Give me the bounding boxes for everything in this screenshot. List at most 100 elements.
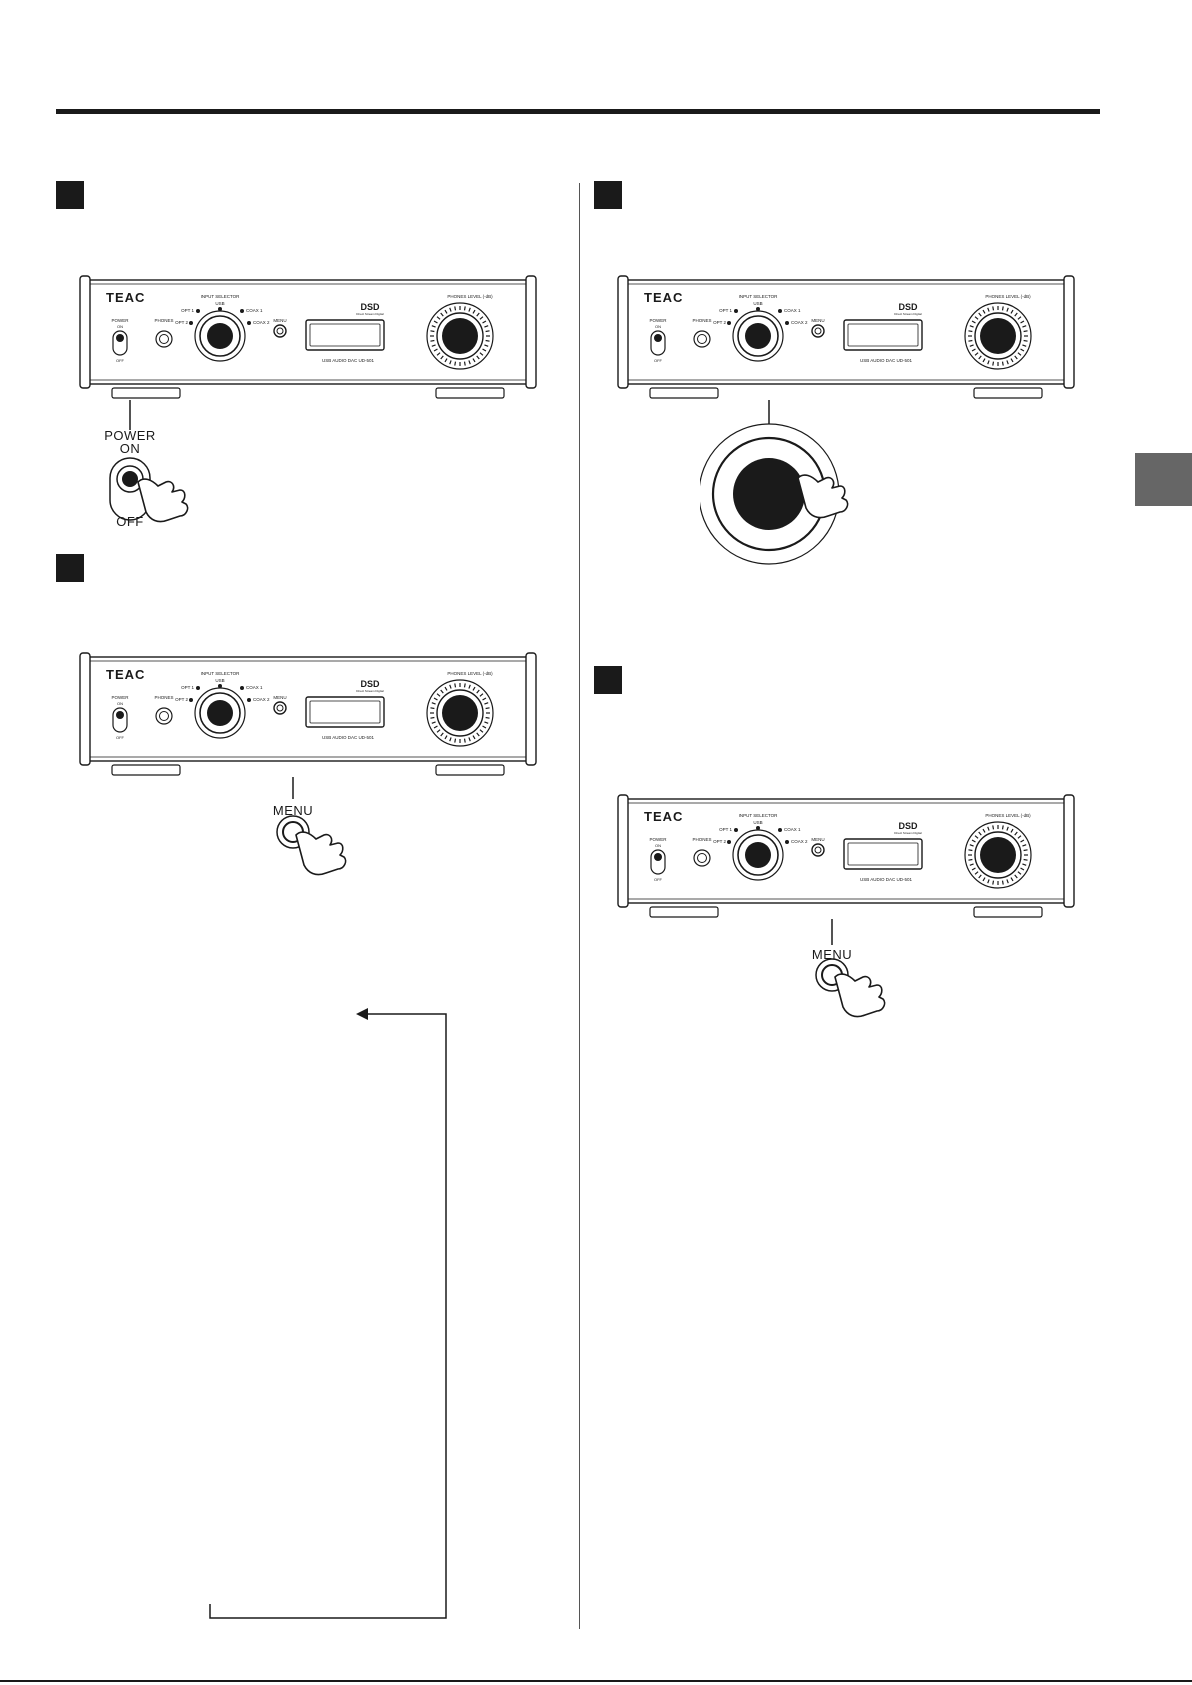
opt1-label: OPT 1 — [719, 308, 732, 313]
model-label: USB AUDIO DAC UD-501 — [860, 877, 913, 882]
menu-label: MENU — [273, 318, 286, 323]
left-side-panel — [617, 275, 629, 389]
dsd-logo: DSD — [360, 679, 380, 689]
menu-label: MENU — [811, 837, 824, 842]
power-off-label: OFF — [116, 514, 144, 529]
left-side-panel — [617, 794, 629, 908]
left-side-panel — [79, 652, 91, 766]
hand-press-icon — [834, 973, 886, 1018]
menu-label: MENU — [273, 695, 286, 700]
phones-level-label: PHONES LEVEL (-dB) — [447, 294, 493, 299]
brand-logo: TEAC — [644, 809, 683, 824]
opt1-label: OPT 1 — [181, 685, 194, 690]
foot-left — [649, 387, 719, 399]
power-callout-label: POWER — [104, 428, 156, 443]
foot-right — [973, 387, 1043, 399]
power-off-label: OFF — [654, 358, 663, 363]
foot-right — [973, 906, 1043, 918]
power-label: POWER — [111, 318, 129, 323]
foot-left — [111, 387, 181, 399]
model-label: USB AUDIO DAC UD-501 — [860, 358, 913, 363]
power-label: POWER — [649, 837, 667, 842]
usb-label: USB — [215, 678, 224, 683]
header-rule — [56, 109, 1100, 114]
footer-rule — [0, 1680, 1192, 1682]
opt2-label: OPT 2 — [175, 320, 188, 325]
power-on-label: ON — [655, 843, 661, 848]
dsd-logo: DSD — [898, 302, 918, 312]
power-off-label: OFF — [116, 358, 125, 363]
coax1-label: COAX 1 — [246, 308, 263, 313]
right-side-panel — [1063, 794, 1075, 908]
phones-level-label: PHONES LEVEL (-dB) — [447, 671, 493, 676]
usb-label: USB — [215, 301, 224, 306]
model-label: USB AUDIO DAC UD-501 — [322, 735, 375, 740]
foot-right — [435, 764, 505, 776]
menu-label: MENU — [811, 318, 824, 323]
power-label: POWER — [111, 695, 129, 700]
dsd-subtitle: Direct Stream Digital — [356, 312, 384, 316]
dsd-subtitle: Direct Stream Digital — [894, 831, 922, 835]
foot-left — [111, 764, 181, 776]
column-divider — [579, 183, 580, 1629]
opt2-label: OPT 2 — [713, 320, 726, 325]
step-marker-4 — [594, 666, 622, 694]
coax2-label: COAX 2 — [791, 839, 808, 844]
usb-label: USB — [753, 820, 762, 825]
dsd-logo: DSD — [898, 821, 918, 831]
model-label: USB AUDIO DAC UD-501 — [322, 358, 375, 363]
usb-label: USB — [753, 301, 762, 306]
coax2-label: COAX 2 — [253, 697, 270, 702]
foot-left — [649, 906, 719, 918]
menu-callout-step4 — [815, 919, 886, 1018]
hand-press-icon — [295, 831, 347, 876]
phones-label: PHONES — [692, 318, 711, 323]
brand-logo: TEAC — [106, 290, 145, 305]
brand-logo: TEAC — [644, 290, 683, 305]
flow-arrow-icon — [209, 1008, 447, 1619]
right-side-panel — [525, 275, 537, 389]
coax1-label: COAX 1 — [784, 308, 801, 313]
input-selector-label: INPUT SELECTOR — [739, 294, 779, 299]
right-side-panel — [1063, 275, 1075, 389]
opt2-label: OPT 2 — [175, 697, 188, 702]
dsd-subtitle: Direct Stream Digital — [894, 312, 922, 316]
dsd-subtitle: Direct Stream Digital — [356, 689, 384, 693]
coax1-label: COAX 1 — [784, 827, 801, 832]
step-marker-2 — [56, 554, 84, 582]
power-off-label: OFF — [654, 877, 663, 882]
foot-right — [435, 387, 505, 399]
brand-logo: TEAC — [106, 667, 145, 682]
hand-press-icon — [797, 474, 849, 519]
power-callout — [109, 400, 189, 523]
step-marker-1 — [56, 181, 84, 209]
right-side-panel — [525, 652, 537, 766]
menu-callout-label-step4: MENU — [811, 947, 853, 962]
coax2-label: COAX 2 — [253, 320, 270, 325]
input-selector-label: INPUT SELECTOR — [739, 813, 779, 818]
coax2-label: COAX 2 — [791, 320, 808, 325]
menu-callout-step2 — [276, 777, 347, 876]
input-selector-label: INPUT SELECTOR — [201, 294, 241, 299]
phones-level-label: PHONES LEVEL (-dB) — [985, 294, 1031, 299]
power-off-label: OFF — [116, 735, 125, 740]
hand-press-icon — [137, 478, 189, 523]
opt1-label: OPT 1 — [719, 827, 732, 832]
power-on-label: ON — [117, 324, 123, 329]
power-on-label: ON — [119, 441, 141, 456]
section-tab — [1135, 453, 1192, 506]
input-selector-label: INPUT SELECTOR — [201, 671, 241, 676]
phones-label: PHONES — [154, 695, 173, 700]
dsd-logo: DSD — [360, 302, 380, 312]
opt1-label: OPT 1 — [181, 308, 194, 313]
coax1-label: COAX 1 — [246, 685, 263, 690]
step-marker-3 — [594, 181, 622, 209]
phones-level-label: PHONES LEVEL (-dB) — [985, 813, 1031, 818]
input-selector-callout — [700, 400, 849, 565]
left-side-panel — [79, 275, 91, 389]
phones-label: PHONES — [692, 837, 711, 842]
